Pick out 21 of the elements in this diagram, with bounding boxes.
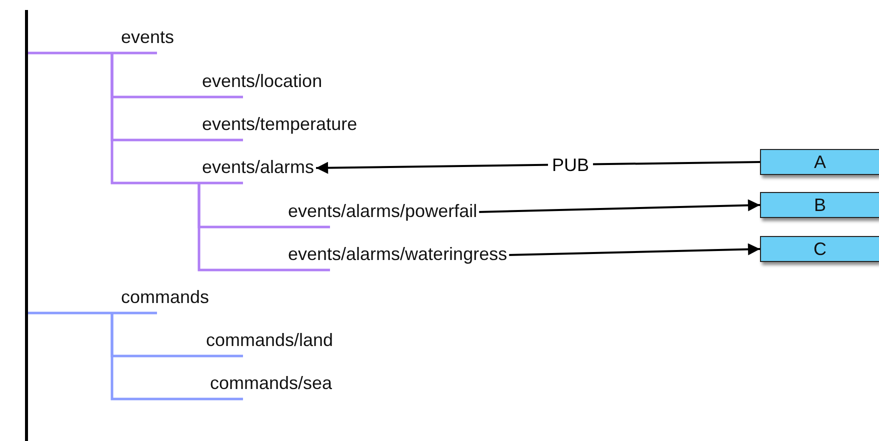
vertical-bar	[25, 10, 28, 441]
topic-label: commands/sea	[210, 371, 332, 399]
topic-label: events/alarms	[202, 155, 314, 183]
tree-line	[110, 53, 243, 184]
tree-line	[110, 313, 243, 400]
client-box: B	[760, 192, 879, 218]
tree-line	[28, 312, 157, 314]
arrow	[316, 161, 760, 174]
topic-label: events	[121, 25, 174, 53]
topic-label: commands	[121, 285, 210, 313]
arrow	[479, 199, 760, 213]
topic-label: events/alarms/powerfail	[288, 199, 478, 227]
topic-label: commands/land	[206, 328, 334, 356]
topic-label: events/location	[202, 69, 322, 97]
tree-line	[198, 183, 330, 272]
client-box: A	[760, 149, 879, 175]
client-box: C	[760, 236, 879, 262]
topic-label: events/alarms/wateringress	[288, 242, 508, 270]
topic-label: events/temperature	[202, 112, 358, 140]
arrow	[509, 243, 760, 256]
tree-line	[28, 52, 157, 54]
